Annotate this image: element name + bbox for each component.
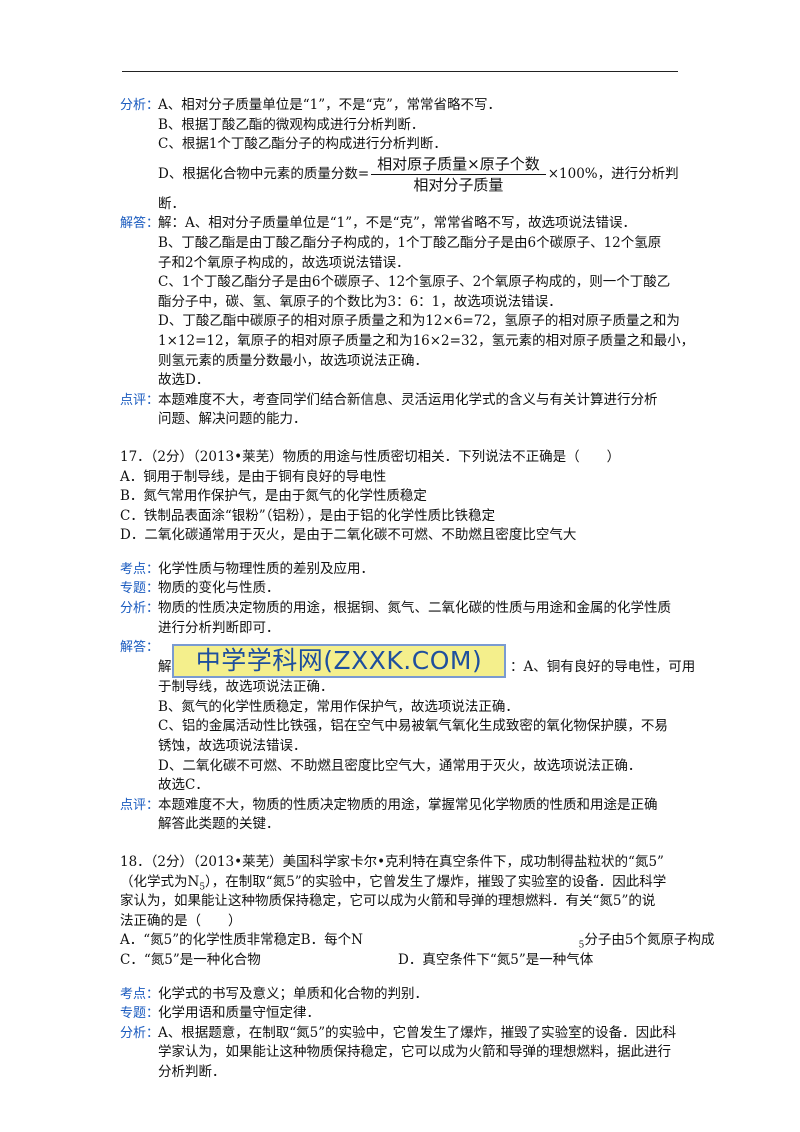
q17-solution: 于制导线，故选项说法正确． B、氮气的化学性质稳定，常用作保护气，故选项说法正确… — [120, 678, 685, 796]
text-line: 锈蚀，故选项说法错误． — [158, 738, 307, 755]
analysis-label: 分析： — [120, 1025, 160, 1041]
q18-test-point: 考点： 化学式的书写及意义；单质和化合物的判别． — [120, 985, 685, 1005]
text-line: B、丁酸乙酯是由丁酸乙酯分子构成的，1个丁酸乙酯分子是由6个碳原子、12个氢原 — [158, 234, 662, 251]
stem-text: （化学式为N — [120, 873, 200, 890]
text-line: 子和2个氧原子构成的，故选项说法错误． — [158, 254, 410, 271]
question-stem: 法正确的是（ ） — [120, 912, 242, 929]
analysis-label: 分析： — [120, 601, 160, 617]
text-line: 化学性质与物理性质的差别及应用． — [158, 560, 374, 577]
formula-numerator: 相对原子质量×原子个数 — [371, 155, 546, 176]
document-content: 分析： A、相对分子质量单位是“1”，不是“克”，常常省略不写． B、根据丁酸乙… — [120, 96, 714, 1083]
q17-solution-header: 解答： 解 中学学科网(ZXXK.COM) ：A、铜有良好的导电性，可用 — [120, 638, 695, 679]
q18-analysis: 分析： A、根据题意，在制取“氮5”的实验中，它曾发生了爆炸，摧毁了实验室的设备… — [120, 1024, 685, 1083]
comment-label: 点评： — [120, 797, 160, 813]
text-line: B、根据丁酸乙酯的微观构成进行分析判断． — [158, 116, 425, 133]
option-a: A．“氮5”的化学性质非常稳定 — [120, 932, 301, 949]
question-18: 18．（2分）（2013•莱芜）美国科学家卡尔•克利特在真空条件下，成功制得盐粒… — [120, 853, 714, 971]
option-c: C．“氮5”是一种化合物 — [120, 951, 261, 968]
test-point-label: 考点： — [120, 561, 160, 577]
text-line: 1×12=12，氧原子的相对原子质量之和为16×2=32，氢元素的相对原子质量之… — [158, 332, 695, 349]
question-stem: 家认为，如果能让这种物质保持稳定，它可以成为火箭和导弹的理想燃料．有关“氮5”的… — [120, 893, 656, 910]
text-line: A、相对分子质量单位是“1”，不是“克”，常常省略不写． — [158, 97, 501, 113]
text-line: 本题难度不大，物质的性质决定物质的用途，掌握常见化学物质的性质和用途是正确 — [158, 796, 658, 813]
question-stem: （化学式为N5），在制取“氮5”的实验中，它曾发生了爆炸，摧毁了实验室的设备．因… — [120, 873, 685, 893]
q17-test-point: 考点： 化学性质与物理性质的差别及应用． — [120, 560, 685, 580]
comment-label: 点评： — [120, 392, 160, 408]
text-line: 化学式的书写及意义；单质和化合物的判别． — [158, 985, 428, 1002]
text-line: 本题难度不大，考查同学们结合新信息、灵活运用化学式的含义与有关计算进行分析 — [158, 391, 658, 408]
text-line: 进行分析判断即可． — [158, 619, 280, 636]
header-rule — [122, 71, 678, 72]
text-line: 解答此类题的关键． — [158, 816, 280, 833]
solution-label: 解答： — [120, 216, 160, 232]
option-b: B．每个N 5分子由5个氮原子构成 — [301, 931, 715, 951]
question-stem: 17．（2分）（2013•莱芜）物质的用途与性质密切相关．下列说法不正确是（ ） — [120, 448, 621, 465]
option-text: 分子由5个氮原子构成 — [584, 932, 715, 949]
topic-label: 专题： — [120, 1006, 160, 1022]
text-line: 断． — [158, 195, 185, 212]
stem-text: ），在制取“氮5”的实验中，它曾发生了爆炸，摧毁了实验室的设备．因此科学 — [205, 873, 667, 890]
text-line: D、丁酸乙酯中碳原子的相对原子质量之和为12×6=72，氢原子的相对原子质量之和… — [158, 313, 680, 330]
test-point-label: 考点： — [120, 986, 160, 1002]
options-row: A．“氮5”的化学性质非常稳定 B．每个N 5分子由5个氮原子构成 — [120, 931, 714, 951]
formula-suffix: ×100%，进行分析判 — [547, 165, 679, 182]
q17-analysis: 分析： 物质的性质决定物质的用途，根据铜、氮气、二氧化碳的性质与用途和金属的化学… — [120, 599, 685, 638]
text-line: 学家认为，如果能让这种物质保持稳定，它可以成为火箭和导弹的理想燃料，据此进行 — [158, 1044, 671, 1061]
text-line: C、1个丁酸乙酯分子是由6个碳原子、12个氢原子、2个氧原子构成的，则一个丁酸乙 — [158, 274, 671, 291]
option-b: B．氮气常用作保护气，是由于氮气的化学性质稳定 — [120, 488, 427, 505]
text-line: A、根据题意，在制取“氮5”的实验中，它曾发生了爆炸，摧毁了实验室的设备．因此科 — [158, 1024, 677, 1041]
formula-prefix: D、根据化合物中元素的质量分数= — [158, 165, 370, 182]
option-text: B．每个N — [300, 932, 363, 949]
text-line: 于制导线，故选项说法正确． — [158, 679, 334, 696]
text-line: 问题、解决问题的能力． — [158, 411, 307, 428]
text-line: 解：A、相对分子质量单位是“1”，不是“克”，常常省略不写，故选项说法错误． — [158, 215, 636, 232]
solution-prefix: 解 — [158, 659, 172, 676]
option-d: D．真空条件下“氮5”是一种气体 — [398, 951, 594, 968]
text-line: 故选C． — [158, 777, 209, 794]
option-a: A．铜用于制导线，是由于铜有良好的导电性 — [120, 468, 387, 485]
formula-denominator: 相对分子质量 — [413, 176, 504, 195]
text-line: C、铝的金属活动性比铁强，铝在空气中易被氧气氧化生成致密的氧化物保护膜，不易 — [158, 718, 668, 735]
text-line: 物质的变化与性质． — [158, 580, 280, 597]
subscript: 5 — [578, 941, 585, 952]
options-row: C．“氮5”是一种化合物 D．真空条件下“氮5”是一种气体 — [120, 951, 685, 971]
p16-comment: 点评： 本题难度不大，考查同学们结合新信息、灵活运用化学式的含义与有关计算进行分… — [120, 391, 685, 430]
text-line: 化学用语和质量守恒定律． — [158, 1005, 320, 1022]
analysis-label: 分析： — [120, 98, 160, 113]
text-line: 分析判断． — [158, 1063, 226, 1080]
text-line: C、根据1个丁酸乙酯分子的构成进行分析判断． — [158, 136, 447, 153]
text-line: 则氢元素的质量分数最小，故选项说法正确． — [158, 352, 428, 369]
p16-analysis: 分析： A、相对分子质量单位是“1”，不是“克”，常常省略不写． B、根据丁酸乙… — [120, 96, 685, 214]
question-17: 17．（2分）（2013•莱芜）物质的用途与性质密切相关．下列说法不正确是（ ）… — [120, 448, 685, 546]
q17-comment: 点评： 本题难度不大，物质的性质决定物质的用途，掌握常见化学物质的性质和用途是正… — [120, 796, 685, 835]
question-stem: 18．（2分）（2013•莱芜）美国科学家卡尔•克利特在真空条件下，成功制得盐粒… — [120, 854, 664, 870]
option-d: D．二氧化碳通常用于灭火，是由于二氧化碳不可燃、不助燃且密度比空气大 — [120, 527, 577, 544]
text-line: 物质的性质决定物质的用途，根据铜、氮气、二氧化碳的性质与用途和金属的化学性质 — [158, 600, 671, 617]
topic-label: 专题： — [120, 581, 160, 597]
q17-topic: 专题： 物质的变化与性质． — [120, 579, 685, 599]
solution-label: 解答： — [120, 640, 160, 656]
option-c: C．铁制品表面涂“银粉”（铝粉），是由于铝的化学性质比铁稳定 — [120, 507, 496, 524]
formula-fraction: 相对原子质量×原子个数 相对分子质量 — [371, 155, 546, 194]
text-line: B、氮气的化学性质稳定，常用作保护气，故选项说法正确． — [158, 698, 519, 715]
subscript: 5 — [199, 882, 206, 893]
mass-fraction-formula: D、根据化合物中元素的质量分数= 相对原子质量×原子个数 相对分子质量 ×100… — [158, 155, 685, 195]
q18-topic: 专题： 化学用语和质量守恒定律． — [120, 1004, 685, 1024]
text-line: 故选D． — [158, 372, 210, 389]
solution-first-line-tail: ：A、铜有良好的导电性，可用 — [510, 659, 696, 676]
site-watermark: 中学学科网(ZXXK.COM) — [172, 644, 506, 679]
p16-solution: 解答： 解：A、相对分子质量单位是“1”，不是“克”，常常省略不写，故选项说法错… — [120, 214, 695, 390]
text-line: 酯分子中，碳、氢、氧原子的个数比为3：6：1，故选项说法错误． — [158, 293, 562, 310]
text-line: D、二氧化碳不可燃、不助燃且密度比空气大，通常用于灭火，故选项说法正确． — [158, 757, 642, 774]
